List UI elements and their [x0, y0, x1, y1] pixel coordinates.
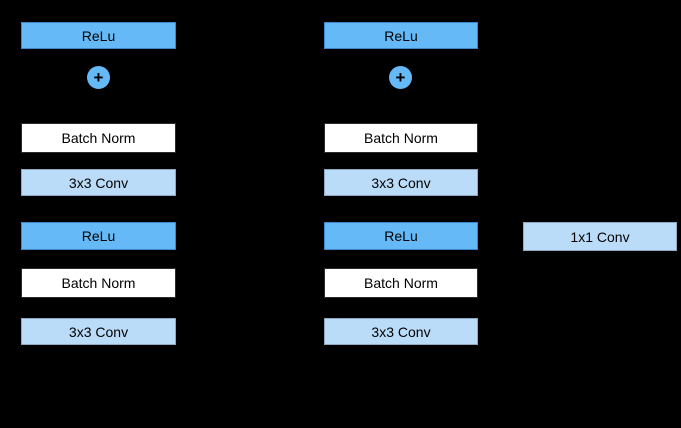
conv-3x3-box: 3x3 Conv — [21, 169, 176, 196]
batch-norm-box: Batch Norm — [21, 123, 176, 153]
conv-3x3-box: 3x3 Conv — [21, 318, 176, 345]
relu-box: ReLu — [324, 222, 478, 250]
relu-box: ReLu — [324, 22, 478, 49]
batch-norm-box: Batch Norm — [21, 268, 176, 298]
batch-norm-box: Batch Norm — [324, 123, 478, 153]
conv-3x3-box: 3x3 Conv — [324, 318, 478, 345]
relu-box: ReLu — [21, 222, 176, 250]
batch-norm-box: Batch Norm — [324, 268, 478, 298]
conv-3x3-box: 3x3 Conv — [324, 169, 478, 196]
conv-1x1-box: 1x1 Conv — [523, 222, 677, 251]
add-icon: + — [389, 66, 412, 89]
add-icon: + — [87, 66, 110, 89]
relu-box: ReLu — [21, 22, 176, 49]
